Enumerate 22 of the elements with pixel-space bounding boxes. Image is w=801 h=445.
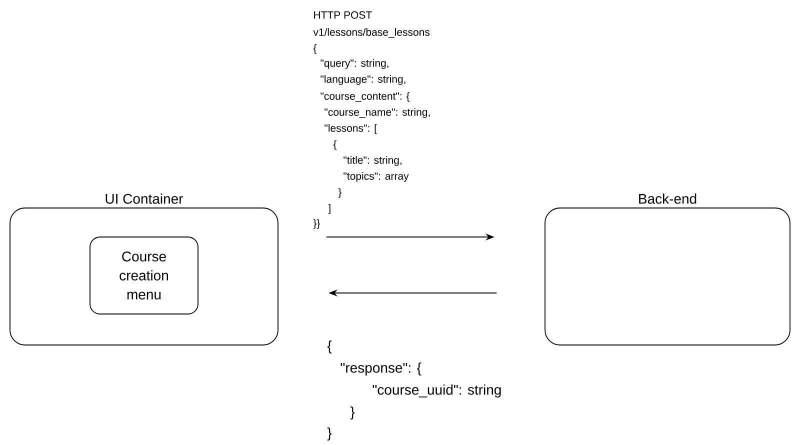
- code-line: }}: [313, 219, 320, 229]
- container-title: UI Container: [106, 194, 184, 204]
- code-line: "course_uuid": string: [372, 384, 501, 398]
- code-line: "response": {: [340, 362, 422, 376]
- code-line: "query": string,: [320, 59, 388, 69]
- code-line: HTTP POST: [314, 11, 372, 19]
- code-line: }: [327, 427, 332, 441]
- code-line: ]: [328, 204, 330, 214]
- code-line: {: [333, 140, 337, 150]
- code-line: }: [350, 406, 355, 420]
- code-line: "lessons": [: [324, 124, 377, 134]
- code-line: "course_name": string,: [324, 108, 430, 118]
- code-line: "language": string,: [320, 75, 406, 85]
- container-title: Back-end: [639, 194, 696, 204]
- code-line: {: [313, 44, 317, 54]
- code-line: v1/lessons/base_lessons: [313, 28, 430, 38]
- code-line: {: [327, 340, 332, 354]
- code-line: "topics": array: [344, 172, 409, 182]
- code-line: "title": string,: [344, 156, 402, 166]
- menu-box: Course creation menu: [90, 236, 198, 314]
- code-line: "course_content": {: [320, 92, 410, 102]
- code-line: }: [338, 188, 342, 198]
